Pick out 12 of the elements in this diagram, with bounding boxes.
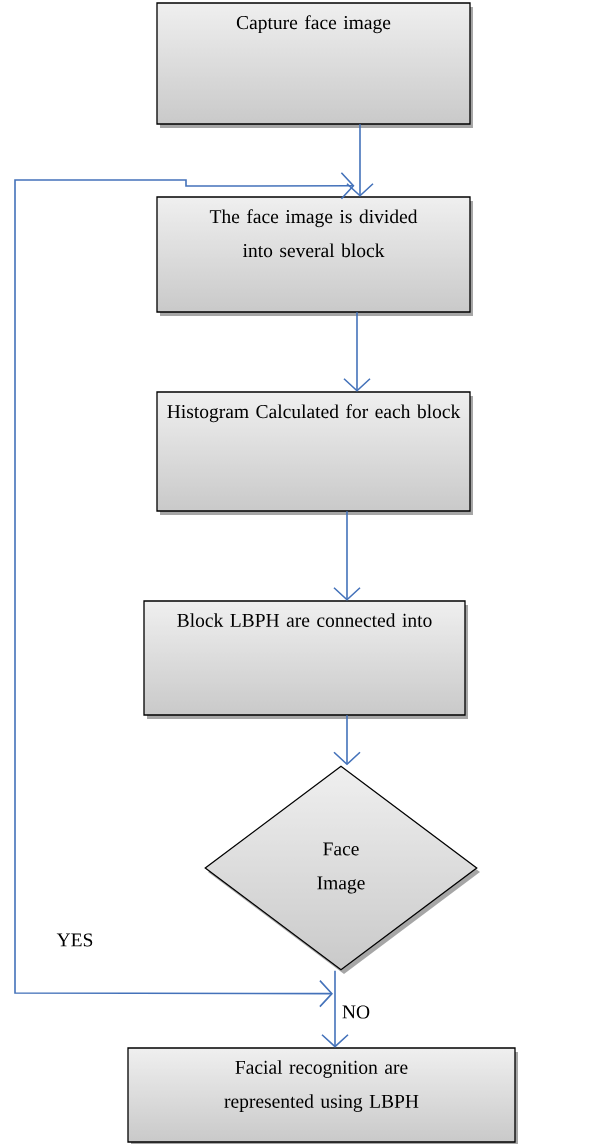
- process-box: Block LBPH are connected into: [143, 600, 468, 719]
- process-box: Facial recognition are represented using LBPH: [127, 1047, 518, 1144]
- edge-label: NO: [342, 1005, 370, 1019]
- process-box: The face image is divided into several block: [156, 196, 473, 316]
- arrow: [343, 311, 371, 392]
- process-box: Capture face image: [156, 2, 473, 128]
- arrow: [321, 969, 349, 1048]
- arrow: [346, 123, 374, 197]
- edge-label: YES: [56, 933, 93, 947]
- arrow: [14, 172, 355, 1008]
- arrow: [333, 510, 361, 601]
- process-box: Histogram Calculated for each block: [156, 391, 473, 515]
